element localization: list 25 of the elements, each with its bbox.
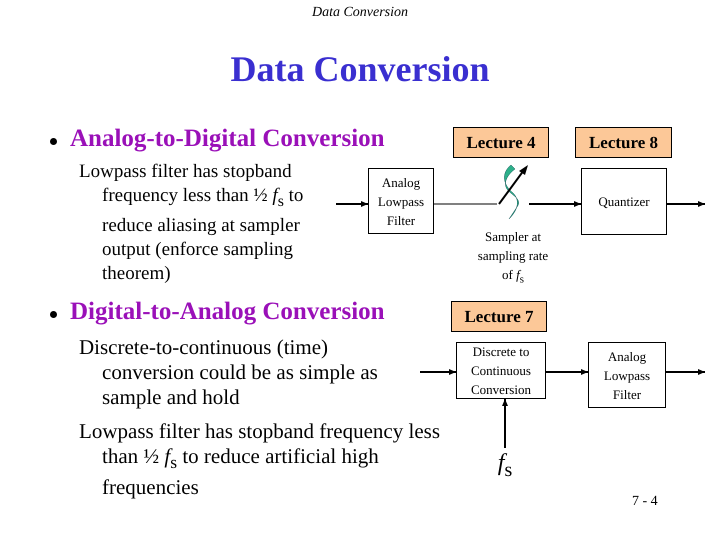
arrow bbox=[666, 369, 705, 375]
filter-block: Analog Lowpass Filter bbox=[588, 342, 666, 408]
bullet-text: Lowpass filter has stopband frequency less than ½ f$_{s}$ to reduce artificial high frequencies bbox=[79, 419, 441, 500]
sampling-frequency-text: f$_{s}$ bbox=[490, 448, 520, 484]
bullet-heading: Analog-to-Digital Conversion bbox=[70, 125, 385, 153]
lecture-tag: Lecture 7 bbox=[451, 301, 547, 332]
arrow bbox=[546, 369, 588, 375]
arrow bbox=[420, 369, 456, 375]
filter-block: Analog Lowpass Filter bbox=[368, 168, 434, 234]
lecture-tag: Lecture 4 bbox=[453, 127, 549, 158]
slide-title: Data Conversion bbox=[230, 48, 490, 90]
bullet-text: Discrete-to-continuous (time) conversion could be as simple as sample and hold bbox=[79, 335, 379, 410]
quantizer-block: Quantizer bbox=[581, 168, 667, 235]
bullet-text: Lowpass filter has stopband frequency less than ½ f$_{s}$ to reduce aliasing at sampler output (enforce sampling theorem) bbox=[79, 160, 304, 286]
arrow bbox=[667, 201, 705, 207]
converter-block: Discrete to Continuous Conversion bbox=[456, 342, 546, 399]
page-number: 7 - 4 bbox=[632, 494, 658, 510]
sampler-caption: Sampler at sampling rate of f$_{s}$ bbox=[476, 228, 550, 288]
sampler-switch-icon bbox=[497, 163, 529, 221]
arrow bbox=[529, 201, 581, 207]
arrow bbox=[336, 201, 368, 207]
lecture-tag: Lecture 8 bbox=[575, 127, 672, 158]
bullet-heading: Digital-to-Analog Conversion bbox=[70, 298, 385, 326]
header-text: Data Conversion bbox=[310, 5, 410, 21]
arrow bbox=[502, 399, 508, 448]
